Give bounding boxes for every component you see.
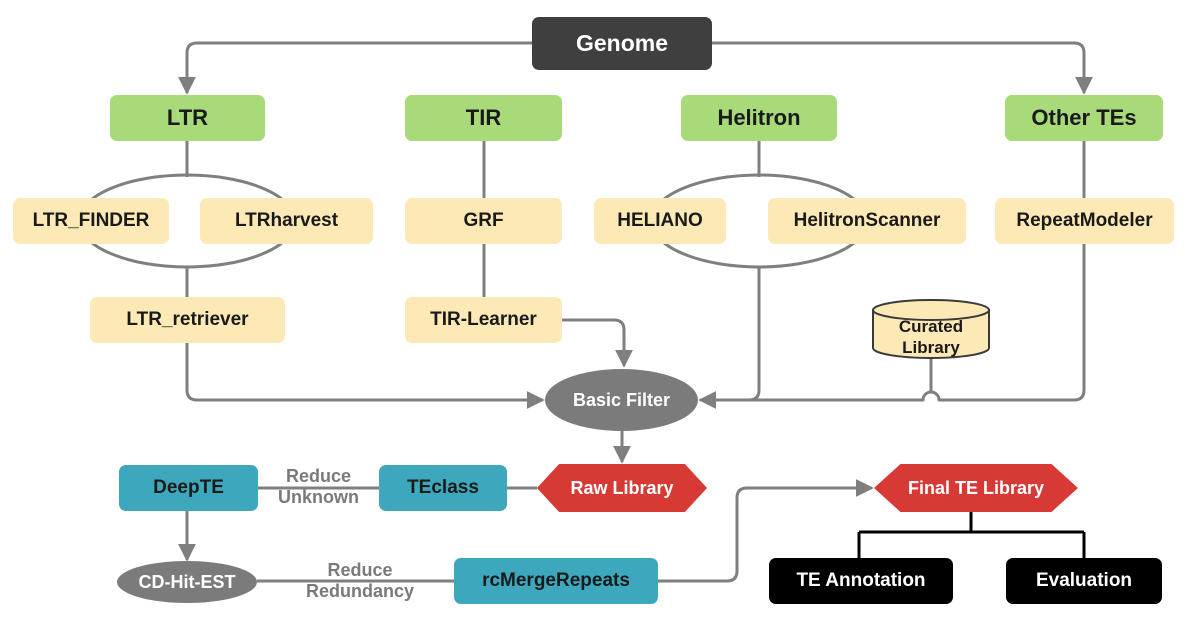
curated-library-cylinder: [872, 299, 990, 359]
reduce-redundancy-line1: Reduce: [327, 560, 393, 580]
helitronscanner-node[interactable]: HelitronScanner: [768, 198, 966, 244]
te-annotation-node[interactable]: TE Annotation: [769, 558, 953, 604]
edge-ltr-retriever-basic-filter: [185, 342, 545, 409]
curated-library-label: Curated Library: [873, 316, 989, 358]
edge-helitron-basic-filter: [698, 267, 761, 409]
edge-tir-learner-basic-filter: [562, 318, 633, 368]
teclass-node[interactable]: TEclass: [379, 465, 507, 511]
ltr-finder-node[interactable]: LTR_FINDER: [13, 198, 169, 244]
tir-learner-node[interactable]: TIR-Learner: [405, 297, 562, 343]
helitron-node[interactable]: Helitron: [681, 95, 837, 141]
curated-library-line2: Library: [902, 338, 960, 357]
edge-genome-ltr: [178, 41, 532, 95]
final-te-library-node[interactable]: Final TE Library: [874, 464, 1078, 512]
edge-rcmergerepeats-final-library: [658, 479, 874, 583]
evaluation-node[interactable]: Evaluation: [1006, 558, 1162, 604]
curated-library-line1: Curated: [898, 317, 964, 336]
reduce-unknown-line2: Unknown: [278, 487, 359, 507]
cd-hit-est-node[interactable]: CD-Hit-EST: [117, 561, 257, 603]
heliano-node[interactable]: HELIANO: [594, 198, 726, 244]
tir-node[interactable]: TIR: [405, 95, 562, 141]
ltrharvest-node[interactable]: LTRharvest: [200, 198, 373, 244]
repeatmodeler-node[interactable]: RepeatModeler: [995, 198, 1174, 244]
basic-filter-node[interactable]: Basic Filter: [545, 369, 698, 431]
edge-genome-other-tes: [712, 41, 1093, 95]
edge-repeatmodeler-basic-filter: [700, 244, 1086, 402]
grf-node[interactable]: GRF: [405, 198, 562, 244]
reduce-redundancy-line2: Redundancy: [305, 581, 415, 601]
reduce-redundancy-label: Reduce Redundancy: [290, 560, 430, 602]
ltr-retriever-node[interactable]: LTR_retriever: [90, 297, 285, 343]
rcmergerepeats-node[interactable]: rcMergeRepeats: [454, 558, 658, 604]
reduce-unknown-line1: Reduce: [285, 466, 352, 486]
ltr-node[interactable]: LTR: [110, 95, 265, 141]
other-tes-node[interactable]: Other TEs: [1005, 95, 1163, 141]
deepte-node[interactable]: DeepTE: [119, 465, 258, 511]
genome-node[interactable]: Genome: [532, 17, 712, 70]
reduce-unknown-label: Reduce Unknown: [258, 466, 379, 508]
raw-library-node[interactable]: Raw Library: [537, 464, 707, 512]
